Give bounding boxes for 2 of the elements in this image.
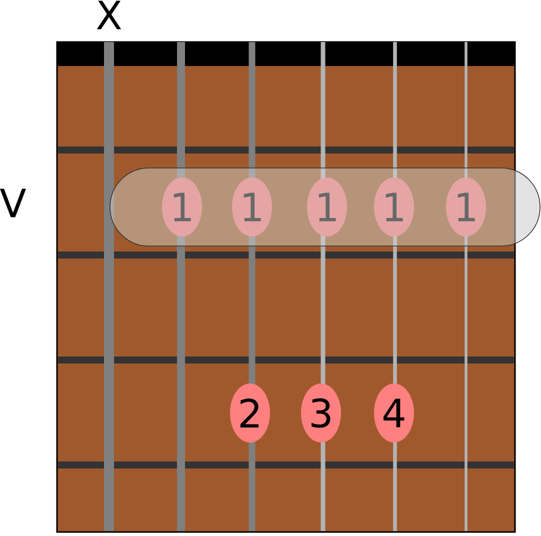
muted-string-mark: X [96,0,122,30]
fret-position-label: V [0,188,26,218]
